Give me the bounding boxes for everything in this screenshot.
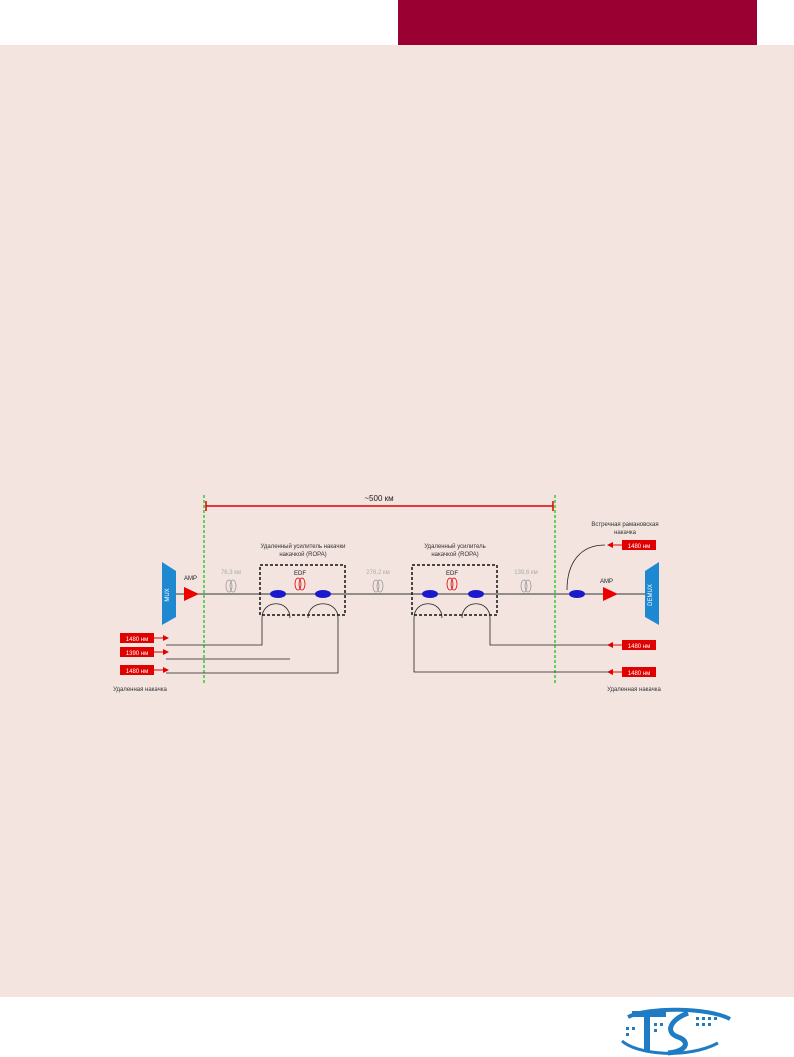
pump-line-left-3 bbox=[166, 618, 339, 674]
raman-title-2: накачка bbox=[614, 530, 636, 536]
ropa-1-pump-arc-b bbox=[307, 603, 339, 619]
demux-label: DEMUX bbox=[648, 584, 654, 606]
raman-coupler bbox=[569, 590, 585, 598]
raman-feed bbox=[566, 544, 606, 591]
amp-left-icon bbox=[184, 587, 199, 601]
pump-line-right-2 bbox=[413, 618, 622, 673]
pump-right-1-label: 1480 нм bbox=[628, 644, 650, 650]
amp-right-icon bbox=[603, 587, 618, 601]
ropa-1-coupler-b bbox=[315, 590, 331, 598]
fiber-3-length: 139,6 км bbox=[514, 570, 537, 576]
mux-block bbox=[162, 562, 176, 625]
pump-left-3-label: 1480 нм bbox=[126, 669, 148, 675]
edf-2-coil bbox=[446, 577, 458, 591]
pump-left-2-badge bbox=[120, 647, 154, 657]
content-panel bbox=[0, 45, 794, 997]
pump-right-1-badge bbox=[622, 640, 656, 650]
pump-right-raman-label: 1480 нм bbox=[628, 544, 650, 550]
ropa-2-coupler-b bbox=[468, 590, 484, 598]
header-band bbox=[398, 0, 757, 45]
ropa-1-title-2: накачкой (ROPA) bbox=[279, 551, 326, 558]
ropa-2-pump-arc-b bbox=[461, 603, 491, 619]
fiber-spool-3 bbox=[520, 579, 532, 593]
ropa-1-title-1: Удаленный усилитель накачки bbox=[261, 543, 346, 550]
fiber-spool-1 bbox=[225, 579, 237, 593]
pump-left-1-label: 1480 нм bbox=[126, 637, 148, 643]
pump-line-right-1 bbox=[489, 618, 622, 646]
mux-label: MUX bbox=[165, 588, 171, 601]
edf-1-label: EDF bbox=[294, 571, 306, 577]
ropa-1-pump-arc-a bbox=[261, 603, 291, 619]
demux-block bbox=[645, 562, 659, 625]
pump-line-left-1 bbox=[166, 618, 263, 646]
ropa-2-title-2: накачкой (ROPA) bbox=[431, 551, 478, 558]
fiber-2-length: 276,2 км bbox=[366, 570, 389, 576]
amp-left-label: AMP bbox=[184, 576, 197, 582]
company-logo-icon bbox=[621, 1007, 731, 1056]
ropa-2-pump-arc-a bbox=[413, 603, 443, 619]
pump-left-1-badge bbox=[120, 633, 154, 643]
footer bbox=[0, 997, 794, 1057]
pump-right-2-badge bbox=[622, 667, 656, 677]
raman-title-1: Встречная рамановская bbox=[591, 522, 658, 528]
pump-right-2-label: 1480 нм bbox=[628, 671, 650, 677]
ropa-1-box bbox=[259, 564, 346, 616]
ropa-2-title-1: Удаленный усилитель bbox=[424, 543, 486, 550]
edf-2-label: EDF bbox=[446, 571, 458, 577]
remote-pump-left-label: Удаленная накачка bbox=[113, 687, 167, 693]
fiber-spool-2 bbox=[372, 579, 384, 593]
amp-right-label: AMP bbox=[600, 579, 613, 585]
pump-right-raman-badge bbox=[622, 540, 656, 550]
span-label: ~500 км bbox=[364, 494, 393, 503]
ropa-2-box bbox=[411, 564, 498, 616]
pump-left-3-badge bbox=[120, 665, 154, 675]
pump-left-2-label: 1390 нм bbox=[126, 651, 148, 657]
edf-1-coil bbox=[294, 577, 306, 591]
optical-link-diagram: ~500 км MUX DEMUX AMP AMP 76,3 км 276,2 … bbox=[113, 494, 661, 693]
remote-pump-right-label: Удаленная накачка bbox=[607, 687, 661, 693]
fiber-1-length: 76,3 км bbox=[221, 570, 241, 576]
ropa-2-coupler-a bbox=[422, 590, 438, 598]
ropa-1-coupler-a bbox=[270, 590, 286, 598]
